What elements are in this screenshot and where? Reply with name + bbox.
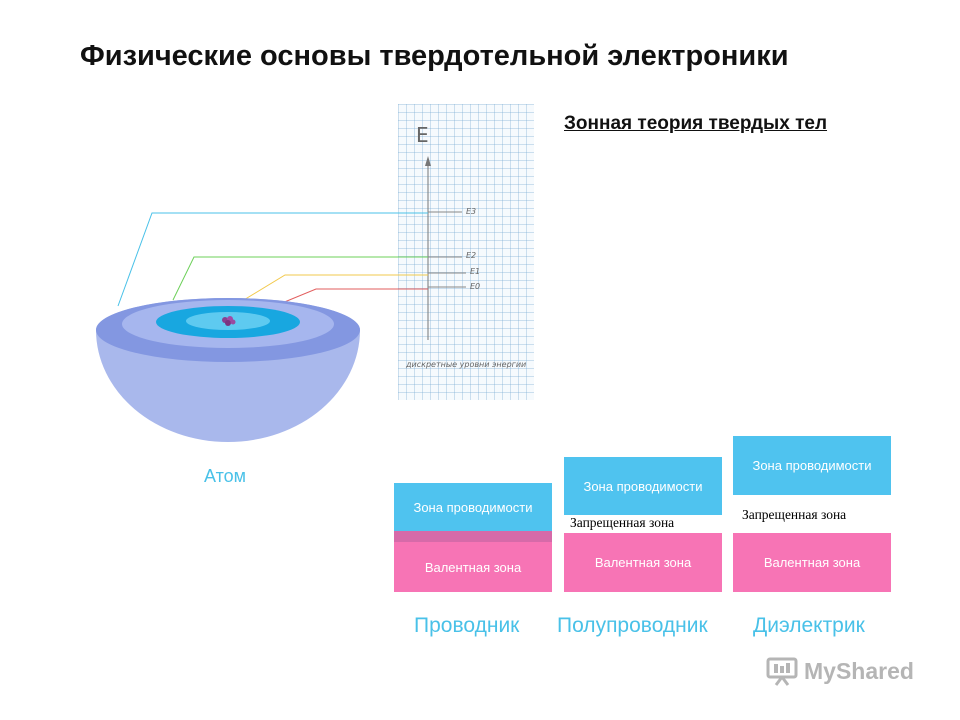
section-subtitle: Зонная теория твердых тел [564, 113, 828, 134]
conductor-band-overlap [394, 531, 552, 542]
conductor-valence-band: Валентная зона [394, 542, 552, 592]
myshared-logo: MyShared [766, 656, 914, 686]
level-label-e1: E1 [470, 267, 481, 276]
dielectric-conduction-band: Зона проводимости [733, 436, 891, 495]
semiconductor-valence-label: Валентная зона [594, 555, 692, 570]
semiconductor-conduction-label: Зона проводимости [583, 478, 703, 494]
connector-e2 [172, 256, 428, 301]
semiconductor-gap-label: Запрещенная зона [568, 515, 677, 531]
dielectric-valence-band: Валентная зона [733, 533, 891, 592]
presentation-board-icon [766, 657, 798, 686]
dielectric-valence-label: Валентная зона [763, 555, 861, 570]
atom-label: Атом [204, 466, 247, 486]
connector-e3 [117, 212, 428, 307]
slide-title: Физические основы твердотельной электрон… [80, 40, 789, 72]
conductor-label: Проводник [414, 614, 520, 637]
nucleus-icon [222, 316, 236, 326]
dielectric-gap-label: Запрещенная зона [740, 507, 849, 523]
energy-graph-paper [398, 104, 534, 400]
dielectric-conduction-label: Зона проводимости [752, 458, 872, 473]
level-label-e3: E3 [466, 207, 477, 216]
conductor-conduction-label: Зона проводимости [413, 499, 533, 515]
level-label-e2: E2 [466, 251, 477, 260]
semiconductor-valence-band: Валентная зона [564, 533, 722, 592]
myshared-brand-text: MyShared [804, 657, 914, 684]
semiconductor-conduction-band: Зона проводимости [564, 457, 722, 515]
energy-axis-arrow [425, 156, 431, 166]
conductor-valence-label: Валентная зона [424, 559, 522, 575]
conductor-conduction-band: Зона проводимости [394, 483, 552, 531]
energy-graph-caption: дискретные уровни энергии [406, 360, 527, 369]
dielectric-label: Диэлектрик [753, 614, 865, 637]
semiconductor-label: Полупроводник [557, 614, 708, 637]
energy-axis-label: E [416, 123, 429, 147]
level-label-e0: E0 [470, 282, 481, 291]
